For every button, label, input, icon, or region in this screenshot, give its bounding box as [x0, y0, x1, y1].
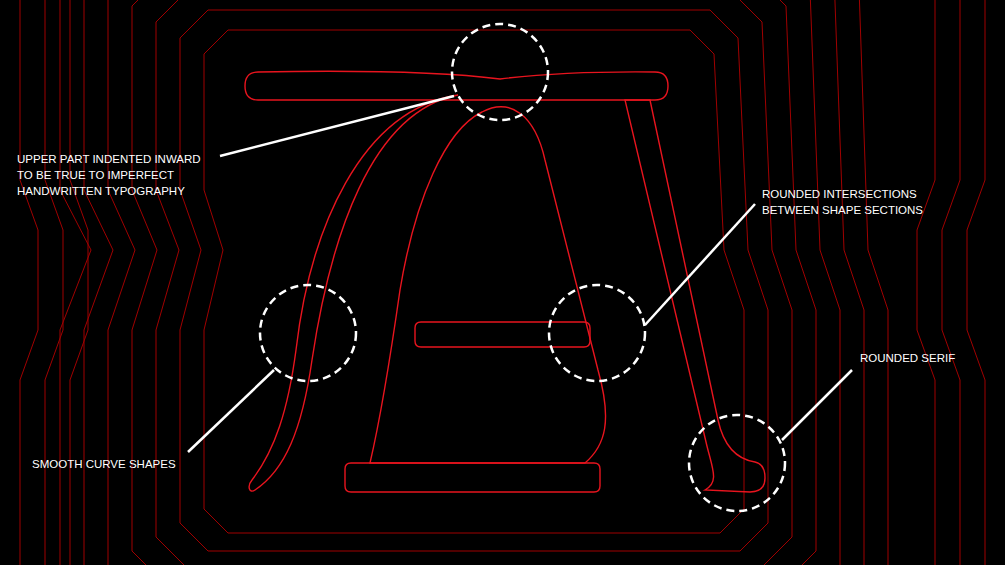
- right-stroke: [625, 100, 765, 492]
- callout-label: ROUNDED INTERSECTIONS BETWEEN SHAPE SECT…: [762, 186, 940, 218]
- leader-line: [188, 370, 274, 452]
- leader-line: [220, 96, 454, 156]
- bottom-bar: [345, 463, 600, 492]
- glyph-outline: [245, 71, 765, 492]
- contour-line: [917, 0, 935, 565]
- contour-line: [108, 0, 840, 565]
- callout-circles: [260, 24, 785, 511]
- callout-circle: [260, 285, 356, 381]
- contour-line: [942, 0, 960, 565]
- leader-lines: [188, 96, 852, 452]
- callout-label: SMOOTH CURVE SHAPES: [32, 456, 232, 472]
- contour-line: [70, 0, 88, 565]
- contour-line: [45, 0, 63, 565]
- leader-line: [645, 204, 755, 325]
- callout-label: ROUNDED SERIF: [860, 350, 990, 366]
- callout-label: UPPER PART INDENTED INWARD TO BE TRUE TO…: [17, 151, 209, 199]
- contour-line: [84, 0, 864, 565]
- callout-circle: [689, 415, 785, 511]
- contour-line: [156, 0, 792, 565]
- callout-circle: [452, 24, 548, 120]
- main-stroke: [370, 107, 606, 463]
- contour-line: [20, 0, 38, 565]
- crossbar: [415, 322, 590, 347]
- leader-line: [782, 370, 852, 440]
- contour-lines: [20, 0, 985, 565]
- left-thin-stroke: [249, 95, 458, 491]
- callout-circle: [549, 285, 645, 381]
- contour-line: [60, 0, 888, 565]
- contour-line: [132, 0, 816, 565]
- contour-line: [967, 0, 985, 565]
- contour-line: [180, 10, 768, 551]
- contour-line: [204, 30, 744, 533]
